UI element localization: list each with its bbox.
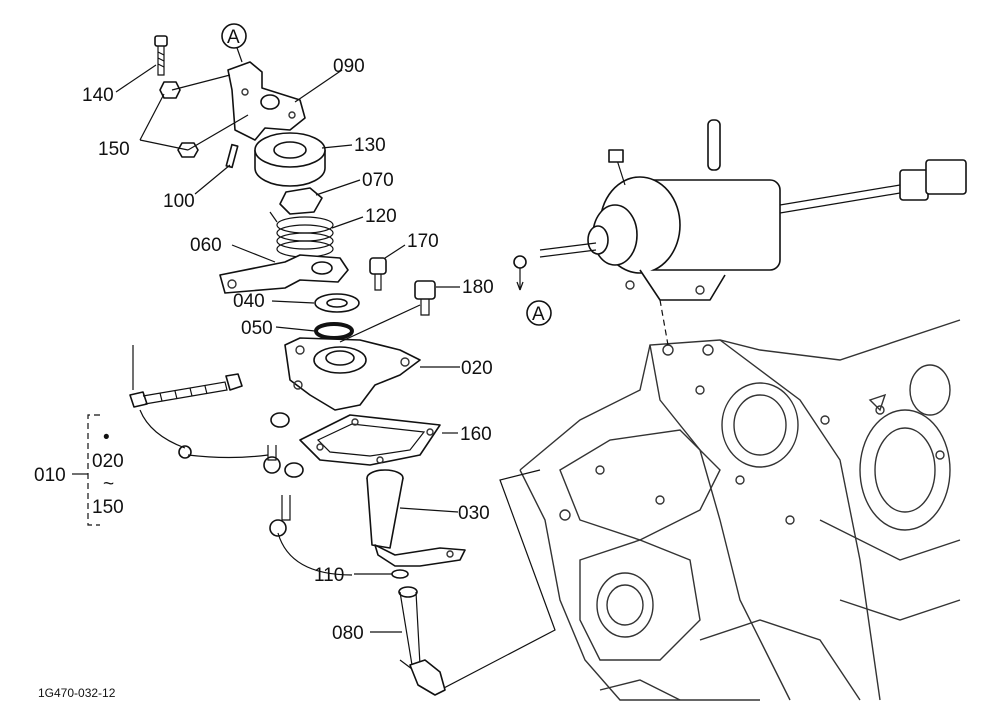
pin-100 bbox=[225, 143, 239, 169]
alignment-line bbox=[659, 299, 669, 346]
label-150: 150 bbox=[98, 139, 130, 160]
label-040: 040 bbox=[233, 291, 265, 312]
label-080: 080 bbox=[332, 623, 364, 644]
label-group-020: 020 bbox=[92, 451, 124, 472]
label-060: 060 bbox=[190, 235, 222, 256]
label-110: 110 bbox=[314, 565, 344, 586]
rod-080 bbox=[398, 586, 446, 696]
snap-ring-110 bbox=[391, 569, 409, 579]
label-180: 180 bbox=[462, 277, 494, 298]
label-090: 090 bbox=[333, 56, 365, 77]
drawing-code: 1G470-032-12 bbox=[38, 686, 116, 700]
label-160: 160 bbox=[460, 424, 492, 445]
label-100: 100 bbox=[163, 191, 195, 212]
callout-a-right: A bbox=[532, 304, 545, 325]
bolt-140 bbox=[154, 35, 168, 76]
lever-060 bbox=[219, 254, 349, 294]
stop-solenoid bbox=[513, 119, 967, 301]
housing-020 bbox=[284, 337, 421, 411]
label-130: 130 bbox=[354, 135, 386, 156]
o-ring-050 bbox=[314, 322, 354, 340]
label-140: 140 bbox=[82, 85, 114, 106]
shaft-030 bbox=[366, 469, 466, 567]
callout-a-right-circle bbox=[526, 300, 552, 326]
label-170: 170 bbox=[407, 231, 439, 252]
bolt-170 bbox=[369, 257, 387, 291]
gasket-160 bbox=[299, 414, 441, 466]
nut-150-upper bbox=[159, 81, 181, 99]
label-group-150: 150 bbox=[92, 497, 124, 518]
bolt-180 bbox=[414, 280, 436, 316]
label-020: 020 bbox=[461, 358, 493, 379]
label-120: 120 bbox=[365, 206, 397, 227]
spring-120 bbox=[269, 211, 334, 258]
group-bracket-010 bbox=[72, 414, 100, 526]
bracket-090 bbox=[227, 61, 306, 141]
callout-a-top: A bbox=[227, 27, 240, 48]
label-030: 030 bbox=[458, 503, 490, 524]
label-070: 070 bbox=[362, 170, 394, 191]
engine-block bbox=[519, 319, 961, 701]
washer-040 bbox=[314, 293, 360, 313]
label-050: 050 bbox=[241, 318, 273, 339]
ball-bolts bbox=[178, 412, 304, 537]
callout-a-top-circle bbox=[221, 23, 247, 49]
collar-130 bbox=[254, 132, 326, 187]
nut-070 bbox=[279, 187, 323, 215]
leader-lines bbox=[115, 44, 460, 633]
stud-bolt bbox=[129, 373, 243, 408]
label-group-tilde: ~ bbox=[103, 474, 114, 495]
label-group-010: 010 bbox=[34, 465, 66, 486]
wire bbox=[132, 345, 269, 459]
label-group-dot: • bbox=[103, 427, 110, 448]
